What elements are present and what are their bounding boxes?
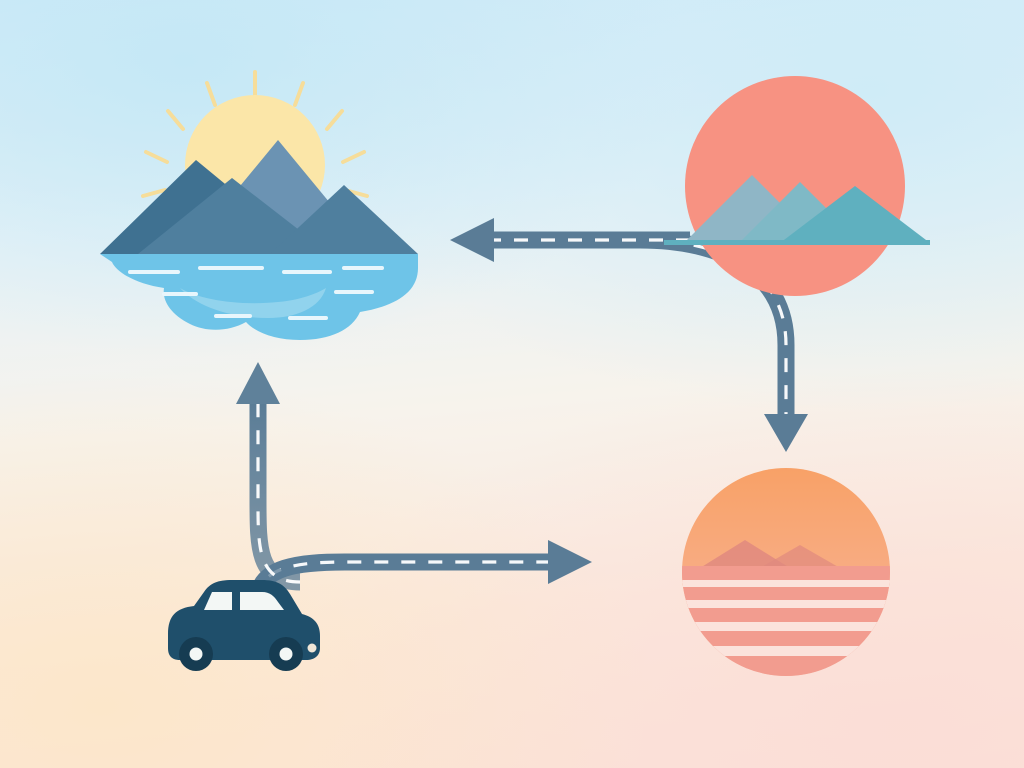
mountain-shapes [100,140,418,254]
sunset-scene [682,540,890,676]
node-mountain-lake[interactable] [100,70,418,340]
arrow-car-to-lake [236,362,301,591]
node-coastal-hills[interactable] [664,76,930,296]
coastal-hills-shapes [664,175,930,245]
car-headlight [307,643,317,653]
lake-shapes [100,254,418,340]
node-sunset-circle[interactable] [676,468,900,676]
red-sun-disc [685,76,905,296]
arrow-hills-to-lake [450,218,690,262]
car-windows [204,592,284,610]
water-ripples [128,266,384,320]
node-car[interactable] [168,580,320,671]
